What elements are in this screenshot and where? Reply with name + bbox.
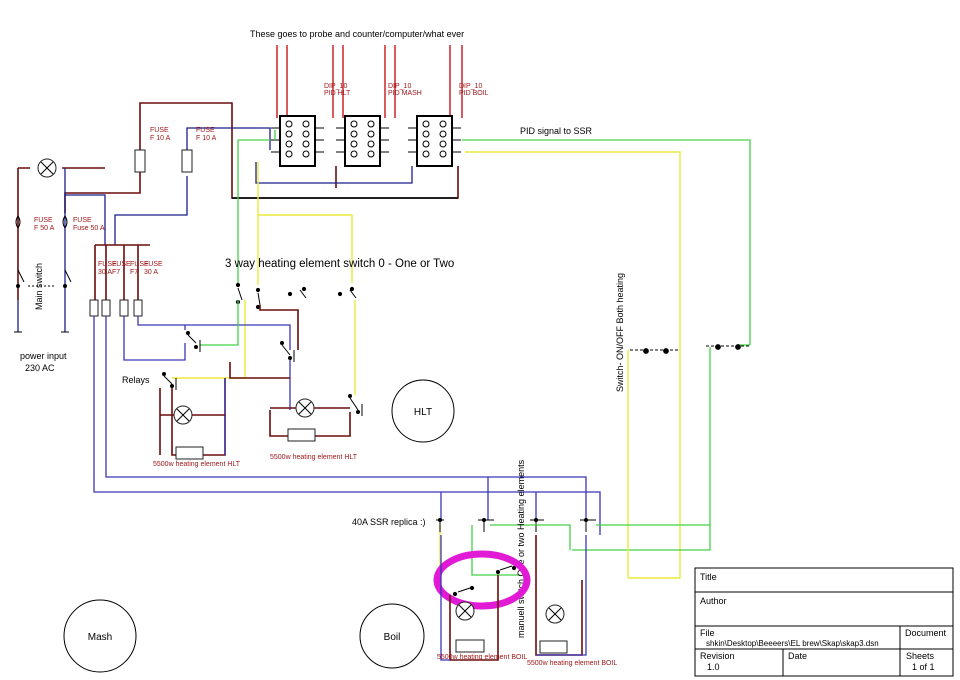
svg-text:FUSE: FUSE (98, 261, 117, 268)
svg-text:Fuse 50 A: Fuse 50 A (73, 225, 105, 232)
fuse-block-30a: FUSE 30 A FUSE F7 FUSE F7 FUSE 30 A (89, 244, 163, 317)
manual-switch-label: manuell switch One or two Heating elemen… (516, 459, 526, 638)
power-input-label: power input (20, 351, 67, 361)
svg-text:F7: F7 (130, 269, 138, 276)
ssr-label: 40A SSR replica :) (352, 517, 426, 527)
title-label: Title (700, 572, 717, 582)
date-label: Date (788, 651, 807, 661)
fuse-f10-2: FUSE F 10 A (181, 127, 217, 173)
svg-text:Boil: Boil (384, 632, 401, 643)
highlight-circle (433, 550, 531, 610)
svg-text:DIP_10: DIP_10 (459, 83, 482, 90)
manual-switch (452, 565, 517, 597)
svg-text:FUSE: FUSE (112, 261, 131, 268)
svg-text:FUSE: FUSE (144, 261, 163, 268)
svg-text:F 50 A: F 50 A (34, 225, 55, 232)
hlt-element-circuit-1: 5500w heating element HLT (153, 378, 241, 468)
author-label: Author (700, 596, 727, 606)
boil-element-circuit-1: 5500w heating element BOIL (437, 535, 527, 661)
pid-controller-hlt (279, 115, 316, 167)
vessel-boil: Boil (359, 603, 425, 669)
document-label: Document (905, 628, 947, 638)
relay-hlt-2 (280, 341, 363, 416)
element-label-hlt-1: 5500w heating element HLT (153, 461, 241, 468)
switch-title: 3 way heating element switch 0 - One or … (225, 258, 454, 270)
element-label-boil-2: 5500w heating element BOIL (527, 660, 617, 667)
pid-hlt-label: DIP_10 PID HLT (324, 83, 351, 97)
pid-controller-mash (344, 115, 381, 167)
power-bus (114, 102, 459, 245)
probe-wires (276, 45, 463, 118)
blue-distribution (93, 316, 601, 535)
vessel-hlt: HLT (391, 379, 455, 443)
svg-text:FUSE: FUSE (196, 127, 215, 134)
svg-text:PID MASH: PID MASH (388, 90, 422, 97)
svg-text:F 10 A: F 10 A (150, 135, 171, 142)
top-note: These goes to probe and counter/computer… (250, 29, 464, 39)
title-block: Title Author File shkin\Desktop\Beeeers\… (694, 567, 954, 677)
relay-hlt-1 (162, 331, 201, 390)
three-way-switches (235, 282, 357, 310)
pid-boil-label: DIP_10 PID BOIL (459, 83, 489, 97)
svg-text:FUSE: FUSE (150, 127, 169, 134)
fuse-f50-1: FUSE F 50 A (15, 215, 55, 232)
element-label-boil-1: 5500w heating element BOIL (437, 654, 527, 661)
element-label-hlt-2: 5500w heating element HLT (270, 454, 358, 461)
svg-text:F7: F7 (112, 269, 120, 276)
svg-text:FUSE: FUSE (34, 217, 53, 224)
svg-text:F 10 A: F 10 A (196, 135, 217, 142)
revision-label: Revision (700, 651, 735, 661)
vessel-mash: Mash (63, 599, 137, 673)
file-label: File (700, 628, 715, 638)
svg-text:Mash: Mash (88, 632, 112, 643)
pid-arrows (271, 127, 461, 153)
svg-text:FUSE: FUSE (130, 261, 149, 268)
pid-mash-label: DIP_10 PID MASH (388, 83, 422, 97)
pid-controller-boil (416, 115, 453, 167)
yellow-wires (172, 151, 681, 592)
file-value: shkin\Desktop\Beeeers\EL brew\Skap\skap3… (706, 639, 879, 648)
svg-text:PID BOIL: PID BOIL (459, 90, 489, 97)
relays-label: Relays (122, 375, 150, 385)
main-switch-label: Main switch (34, 263, 44, 310)
svg-text:FUSE: FUSE (73, 217, 92, 224)
svg-text:DIP_10: DIP_10 (388, 83, 411, 90)
ssr-switches (436, 518, 596, 532)
power-input-section (17, 158, 106, 300)
svg-text:30 A: 30 A (98, 269, 112, 276)
boil-element-circuit-2: 5500w heating element BOIL (527, 535, 617, 667)
both-heating-label: Switch- ON/OFF Both heating (615, 273, 625, 392)
sheets-value: 1 of 1 (912, 662, 935, 672)
hlt-element-circuit-2: 5500w heating element HLT (229, 360, 358, 461)
revision-value: 1.0 (707, 662, 720, 672)
svg-text:HLT: HLT (414, 407, 432, 418)
power-input-voltage: 230 AC (25, 363, 55, 373)
svg-text:DIP_10: DIP_10 (324, 83, 347, 90)
svg-text:30 A: 30 A (144, 269, 158, 276)
pid-signal-label: PID signal to SSR (520, 126, 593, 136)
main-switch: Main switch (14, 263, 72, 333)
sheets-label: Sheets (906, 651, 935, 661)
svg-text:PID HLT: PID HLT (324, 90, 351, 97)
fuse-f50-2: FUSE Fuse 50 A (62, 215, 105, 232)
both-heating-switch (630, 344, 750, 354)
